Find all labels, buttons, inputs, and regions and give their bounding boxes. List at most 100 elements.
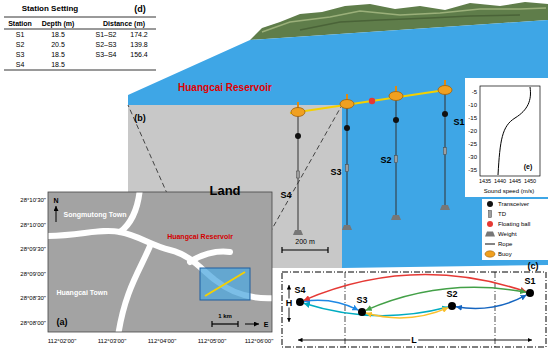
legend-sample <box>489 211 492 218</box>
text-label: Station Setting <box>22 5 78 13</box>
text-label: S2 <box>16 41 25 48</box>
table-rules <box>4 17 156 70</box>
text-label: 112°04'00" <box>148 338 177 344</box>
weight <box>391 215 401 220</box>
text-label: Songmutong Town <box>64 211 127 218</box>
scale-bar <box>282 247 328 253</box>
text-label: (e) <box>524 163 533 170</box>
study-area-inset <box>200 268 250 300</box>
text-label: S4 <box>280 191 291 200</box>
text-label: S1 <box>16 31 25 38</box>
td-sensor <box>346 165 349 172</box>
station-dot: S3 <box>358 308 366 316</box>
map-frame <box>48 192 272 332</box>
map-scale-bar <box>237 321 238 327</box>
text-label: 28°09'00" <box>20 271 46 277</box>
text-label: Sound speed (m/s) <box>484 188 535 194</box>
map-water <box>48 192 272 332</box>
north-arrow <box>56 206 57 222</box>
text-label: 112°06'00" <box>245 338 274 344</box>
legend-sample <box>487 221 493 227</box>
map-land <box>48 192 272 332</box>
text-label: (b) <box>134 114 146 123</box>
text-label: (a) <box>57 318 68 327</box>
text-label: S3–S4 <box>95 51 116 58</box>
text-label: 18.5 <box>51 51 65 58</box>
scale-bar <box>281 247 282 253</box>
text-label: -15 <box>468 115 477 121</box>
station-label: S2 <box>446 290 459 299</box>
legend-text: Buoy <box>498 251 512 257</box>
text-label: N <box>53 197 58 204</box>
text-label: 1435 <box>479 179 491 185</box>
text-label: 1450 <box>524 179 536 185</box>
legend-sample <box>485 251 495 257</box>
station-label: S4 <box>294 286 307 295</box>
text-label: Huangcai Reservoir <box>167 233 233 240</box>
text-label: H <box>285 299 294 308</box>
map-scale-bar <box>212 323 238 324</box>
table-rules <box>4 29 156 30</box>
text-label: Depth (m) <box>42 20 75 27</box>
scale-bar <box>327 247 328 253</box>
buoy <box>438 86 452 95</box>
map-scale-bar <box>211 321 212 327</box>
td-sensor <box>444 148 447 155</box>
signal-path <box>304 303 448 315</box>
signal-path <box>456 295 527 309</box>
legend-sample <box>487 201 493 207</box>
text-label: S2–S3 <box>95 41 116 48</box>
station-line <box>205 272 245 296</box>
signal-path <box>366 287 526 310</box>
transceiver <box>344 125 350 131</box>
text-label: 156.4 <box>130 51 148 58</box>
td-sensor <box>297 171 300 178</box>
station-dot: S4 <box>296 298 304 306</box>
map-water <box>190 252 230 262</box>
signal-path <box>366 308 448 318</box>
text-label: S4 <box>16 61 25 68</box>
text-label: Huangcai Town <box>56 289 107 296</box>
transceiver <box>393 117 399 123</box>
text-label: Station <box>8 20 32 27</box>
text-label: S3 <box>16 51 25 58</box>
td-sensor <box>395 156 398 163</box>
legend-text: TD <box>498 211 506 217</box>
profile-frame <box>480 86 540 176</box>
text-label: 20.5 <box>51 41 65 48</box>
text-label: Huangcai Reservoir <box>178 83 272 93</box>
panel-divider <box>345 272 346 347</box>
floating-ball <box>369 98 375 104</box>
text-label: 1440 <box>494 179 506 185</box>
text-label: Land <box>209 184 240 197</box>
text-label: 200 m <box>295 238 314 245</box>
text-label: 112°03'00" <box>98 338 127 344</box>
text-label: 112°05'00" <box>198 338 227 344</box>
table-rules <box>4 17 156 18</box>
legend-panel <box>482 199 548 260</box>
profile-panel <box>465 78 548 197</box>
legend-text: Weight <box>498 231 517 237</box>
text-label: -10 <box>468 102 477 108</box>
transceiver <box>442 111 448 117</box>
text-label: E <box>264 321 269 328</box>
text-label: S1 <box>453 118 464 127</box>
station-dot: S2 <box>448 302 456 310</box>
text-label: S1–S2 <box>95 31 116 38</box>
buoy <box>291 108 305 117</box>
text-label: -25 <box>468 141 477 147</box>
text-label: 28°10'00" <box>20 222 46 228</box>
station-label: S1 <box>524 277 537 286</box>
text-label: -5 <box>472 89 477 95</box>
text-label: 112°02'00" <box>48 338 77 344</box>
text-label: 174.2 <box>130 31 148 38</box>
text-label: -20 <box>468 128 477 134</box>
text-label: 139.8 <box>130 41 148 48</box>
text-label: 18.5 <box>51 31 65 38</box>
legend-sample <box>485 232 495 237</box>
text-label: 28°08'00" <box>20 320 46 326</box>
text-label: 18.5 <box>51 61 65 68</box>
map-water <box>118 246 150 332</box>
